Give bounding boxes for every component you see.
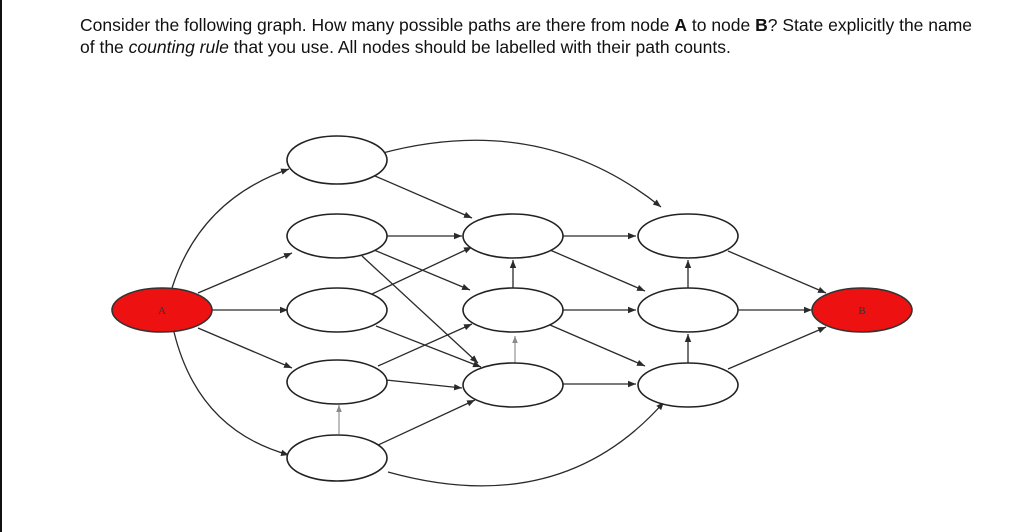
node-c2-r2 xyxy=(462,287,564,333)
edge xyxy=(375,399,476,447)
edge xyxy=(171,168,290,289)
edge xyxy=(371,246,473,295)
edge xyxy=(361,255,479,364)
edge xyxy=(385,379,463,391)
question-text: Consider the following graph. How many p… xyxy=(80,14,980,58)
question-counting-rule: counting rule xyxy=(128,37,229,57)
node-c1-r1 xyxy=(286,213,388,259)
node-c3-r3 xyxy=(637,362,739,408)
question-text-part: to node xyxy=(687,15,756,35)
node-b xyxy=(811,287,913,333)
node-c1-top xyxy=(286,135,388,185)
node-a-label: A xyxy=(158,305,166,317)
question-node-b: B xyxy=(755,15,768,35)
question-text-part: ? State explicitly the name of the xyxy=(80,15,973,57)
edge xyxy=(197,327,293,369)
edge xyxy=(197,252,293,294)
node-c1-r2 xyxy=(286,287,388,333)
edge xyxy=(173,331,290,456)
node-c3-r2 xyxy=(637,287,739,333)
node-c3-r1 xyxy=(637,213,739,259)
question-text-part: Consider the following graph. How many p… xyxy=(80,15,675,35)
edge xyxy=(377,323,473,367)
node-b-label: B xyxy=(858,305,865,317)
node-c1-r3 xyxy=(286,359,388,405)
edge xyxy=(549,324,646,367)
question-text-part: that you use. All nodes should be labell… xyxy=(228,37,731,57)
edge xyxy=(387,401,665,487)
node-c1-bottom xyxy=(286,434,388,482)
edge xyxy=(549,249,646,292)
edge xyxy=(727,326,827,370)
node-c2-r1 xyxy=(462,213,564,259)
node-c2-r3 xyxy=(462,362,564,408)
left-border xyxy=(0,0,2,532)
edge xyxy=(374,175,473,219)
edge xyxy=(378,139,662,208)
graph-nodes: A B xyxy=(111,135,913,482)
question-node-a: A xyxy=(674,15,687,35)
node-a xyxy=(111,287,213,333)
edge xyxy=(727,250,827,294)
edge xyxy=(375,325,482,368)
